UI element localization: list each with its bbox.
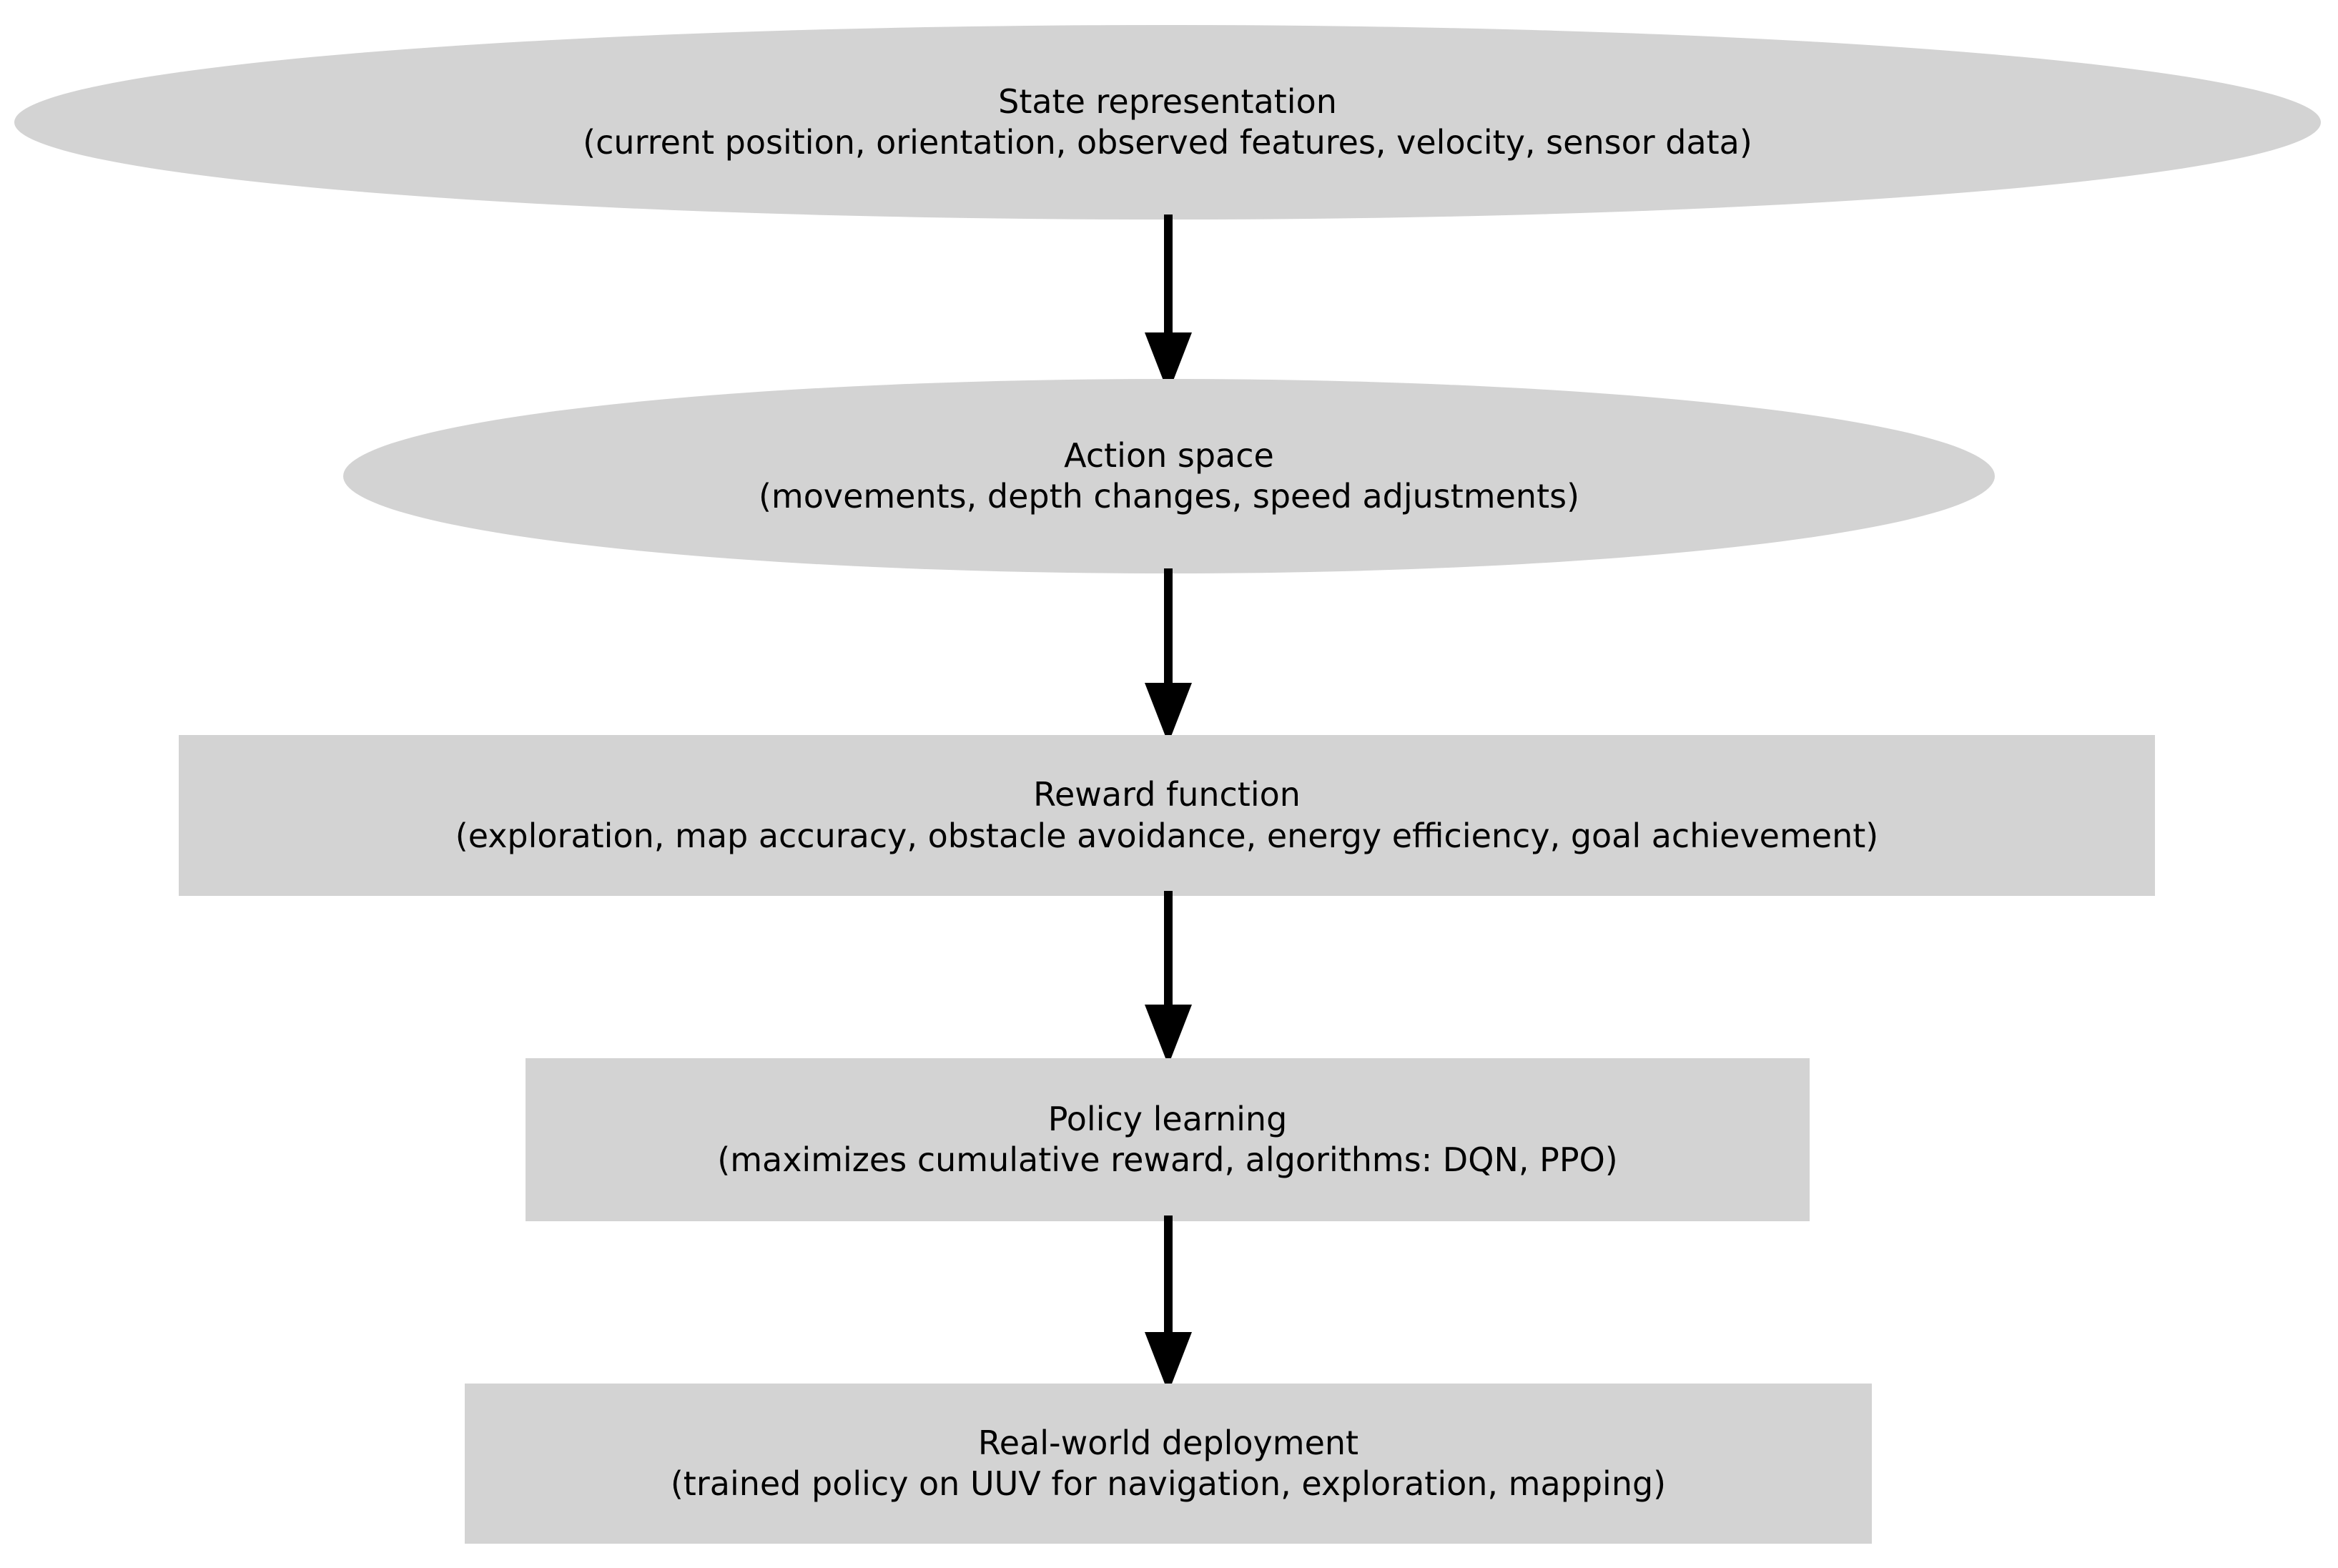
node-reward-function-title: Reward function [1033,775,1301,814]
node-real-world-deployment[interactable]: Real-world deployment (trained policy on… [465,1384,1872,1544]
node-state-representation-subtitle: (current position, orientation, observed… [583,123,1752,162]
node-state-representation-title: State representation [998,82,1337,121]
node-reward-function[interactable]: Reward function (exploration, map accura… [179,735,2155,896]
edge-state-to-action [1140,215,1197,393]
node-policy-learning[interactable]: Policy learning (maximizes cumulative re… [526,1058,1810,1221]
edge-policy-to-deployment-shaft [1164,1216,1173,1336]
edge-reward-to-policy-arrowhead-icon [1145,1005,1192,1065]
edge-reward-to-policy-shaft [1164,891,1173,1008]
node-action-space-subtitle: (movements, depth changes, speed adjustm… [758,477,1580,516]
edge-action-to-reward-shaft [1164,568,1173,686]
node-action-space[interactable]: Action space (movements, depth changes, … [343,379,1995,573]
edge-action-to-reward [1140,568,1197,744]
node-real-world-deployment-title: Real-world deployment [977,1423,1359,1462]
edge-state-to-action-shaft [1164,215,1173,336]
node-policy-learning-subtitle: (maximizes cumulative reward, algorithms… [717,1140,1618,1179]
node-reward-function-subtitle: (exploration, map accuracy, obstacle avo… [455,816,1879,855]
node-policy-learning-title: Policy learning [1047,1099,1288,1138]
node-state-representation[interactable]: State representation (current position, … [14,25,2321,220]
edge-reward-to-policy [1140,891,1197,1065]
edge-policy-to-deployment [1140,1216,1197,1393]
node-real-world-deployment-subtitle: (trained policy on UUV for navigation, e… [670,1464,1667,1503]
node-action-space-title: Action space [1064,435,1274,475]
